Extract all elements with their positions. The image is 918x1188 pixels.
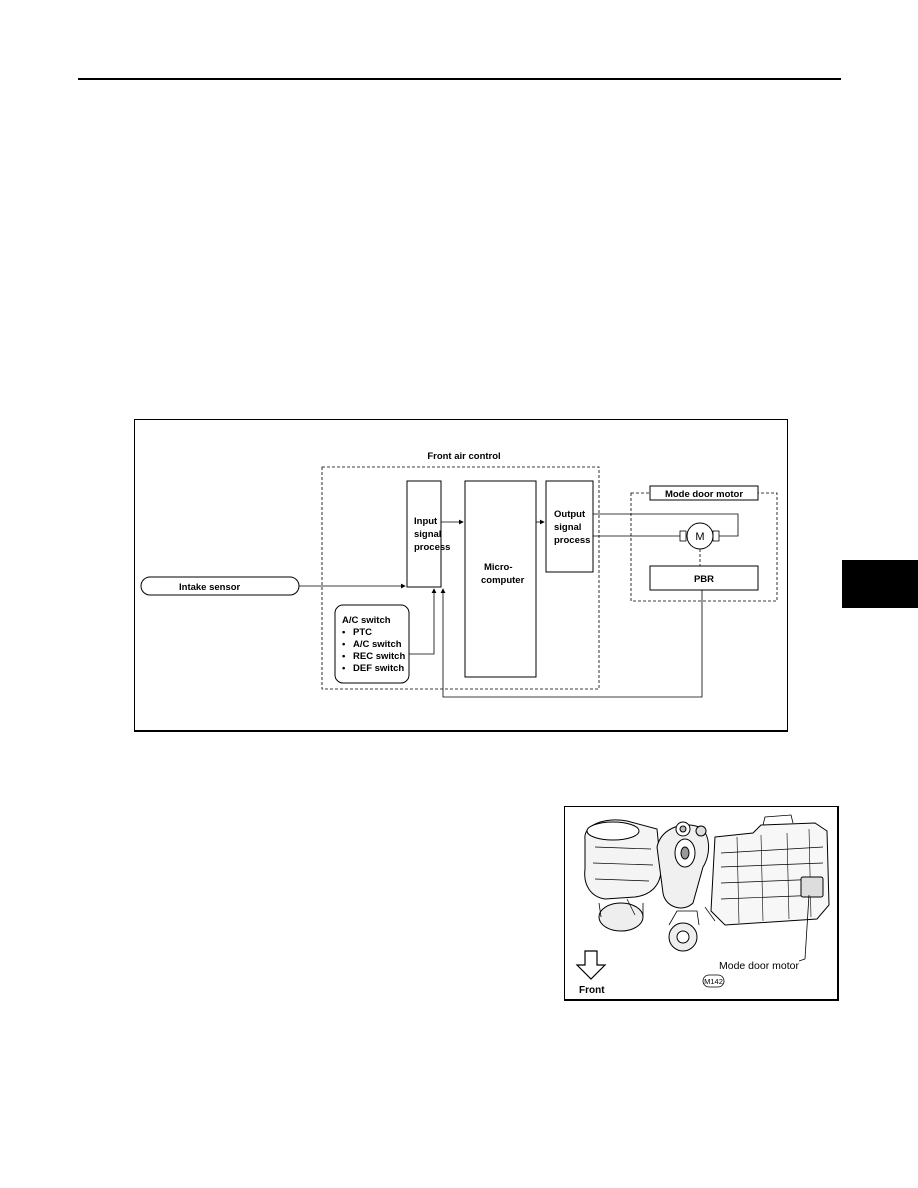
pbr-block	[649, 565, 759, 591]
pbr-label: PBR	[694, 574, 714, 585]
hvac-unit-drawing: Mode door motor M142 Front	[575, 814, 830, 996]
output-signal-process-block	[545, 480, 594, 573]
wire-output-to-motor-upper	[593, 513, 739, 537]
mode-door-motor-title-box	[649, 485, 759, 501]
connector-id-label: M142	[704, 977, 723, 986]
microcomputer-label: Micro- computer	[481, 562, 525, 586]
intake-sensor-label: Intake sensor	[179, 582, 241, 593]
mode-door-motor-title: Mode door motor	[665, 489, 743, 500]
motor-symbol-label: M	[695, 531, 704, 543]
front-direction-label: Front	[579, 985, 605, 996]
front-air-control-boundary	[321, 466, 600, 690]
arrow-ac-switch-to-input	[409, 588, 437, 655]
output-signal-process-label: Output signal process	[554, 509, 590, 546]
ac-switch-group-box	[334, 604, 410, 684]
connector-id-badge	[702, 974, 725, 988]
ac-switch-group-items: •PTC •A/C switch •REC switch •DEF switch	[342, 627, 408, 674]
ac-switch-group-title: A/C switch	[342, 615, 391, 626]
microcomputer-block	[464, 480, 537, 678]
header-rule	[78, 78, 841, 80]
front-direction-arrow-icon	[575, 950, 607, 980]
motor-right-terminal	[712, 530, 720, 542]
input-signal-process-label: Input signal process	[414, 516, 450, 553]
block-diagram-svg: Front air control Input signal process M…	[140, 451, 778, 698]
front-air-control-title: Front air control	[427, 451, 500, 462]
block-diagram: Front air control Input signal process M…	[134, 419, 788, 732]
section-tab	[842, 560, 918, 608]
motor-left-terminal	[679, 530, 687, 542]
callout-mode-door-motor-label: Mode door motor	[719, 960, 799, 972]
arrow-pbr-feedback-to-input	[440, 588, 703, 698]
input-signal-process-block	[406, 480, 442, 588]
component-location-illustration: Mode door motor M142 Front	[564, 806, 839, 1001]
callout-leader-line	[798, 894, 810, 962]
